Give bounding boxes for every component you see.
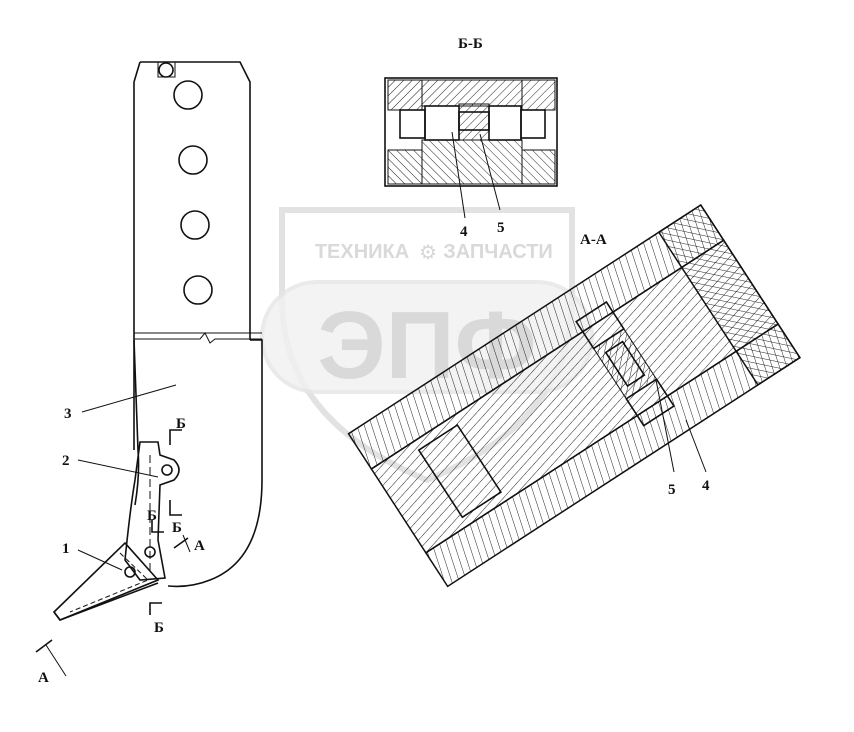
aa-label-4: 4 [702, 478, 710, 494]
aa-pin-center [604, 340, 646, 388]
tip-bolt [124, 566, 136, 578]
aa-end-right [657, 203, 801, 386]
section-aa: А-А 5 4 [347, 203, 801, 588]
section-bb: Б-Б 4 5 [384, 36, 558, 240]
label-part-2: 2 [62, 453, 70, 469]
aa-slot-left [417, 423, 503, 519]
cut-b-mid-left: Б [147, 508, 157, 524]
shank-outline [133, 61, 263, 588]
bb-leader-5 [479, 133, 501, 211]
aa-bolt-bottom [625, 378, 676, 427]
cut-a-left-mark [35, 639, 53, 653]
bb-label-5: 5 [497, 220, 505, 236]
leader-2 [77, 459, 159, 478]
cut-b-upper-mark [169, 429, 182, 445]
holder-outline [124, 441, 180, 581]
cut-b-lower: Б [154, 620, 164, 636]
bb-bot-mid [421, 139, 523, 185]
watermark-line1: ТЕХНИКА [315, 241, 409, 263]
gear-icon: ⚙ [419, 242, 437, 264]
aa-leader-4 [685, 419, 707, 473]
leader-1 [77, 549, 123, 571]
bb-pin [458, 103, 490, 141]
bb-bot-right [521, 149, 556, 185]
watermark-line2: ЗАПЧАСТИ [443, 241, 553, 263]
break-line-zigzag [134, 332, 262, 344]
bb-top-right [521, 79, 556, 111]
cut-a-left-arrow [45, 644, 67, 677]
cut-b-lower-mark [149, 602, 162, 615]
bb-label-4: 4 [460, 224, 468, 240]
cut-a-right-arrow [182, 534, 191, 553]
mount-hole-2 [178, 145, 208, 175]
bb-bolt-left [399, 109, 426, 139]
tip-holder [124, 441, 180, 581]
cut-marks: Б Б Б А Б А [35, 416, 205, 686]
tip-inner [69, 552, 149, 613]
part-labels: 3 2 1 [62, 384, 177, 571]
bb-top-mid [421, 79, 523, 107]
cut-a-right-mark [173, 537, 189, 549]
section-bb-title: Б-Б [458, 36, 483, 52]
tip-outline [52, 541, 160, 621]
bb-bolt-mid-left [424, 105, 460, 141]
small-hole-notch [157, 62, 176, 78]
cut-b-mid2-mark [151, 520, 164, 533]
bb-frame [384, 77, 558, 187]
label-part-1: 1 [62, 541, 70, 557]
aa-leader-5 [655, 379, 675, 473]
cut-a-left: А [38, 670, 49, 686]
cut-b-mid-mark [169, 500, 182, 516]
label-part-3: 3 [64, 406, 72, 422]
section-aa-title: А-А [580, 232, 607, 248]
aa-label-5: 5 [668, 482, 676, 498]
tip-edge [53, 582, 159, 621]
tip [52, 541, 160, 621]
mount-hole-1 [173, 80, 203, 110]
bb-bot-left [387, 149, 423, 185]
cut-b-mid-right: Б [172, 520, 182, 536]
cut-b-upper: Б [176, 416, 186, 432]
bb-bolt-right [520, 109, 546, 139]
mount-hole-3 [180, 210, 210, 240]
leader-3 [81, 384, 177, 413]
mount-hole-4 [183, 275, 213, 305]
bb-leader-4 [451, 131, 466, 219]
bb-top-left [387, 79, 423, 111]
holder-bolt-upper [161, 464, 173, 476]
small-hole [158, 62, 174, 78]
cut-a-right: А [194, 538, 205, 554]
bb-bolt-mid-right [488, 105, 522, 141]
